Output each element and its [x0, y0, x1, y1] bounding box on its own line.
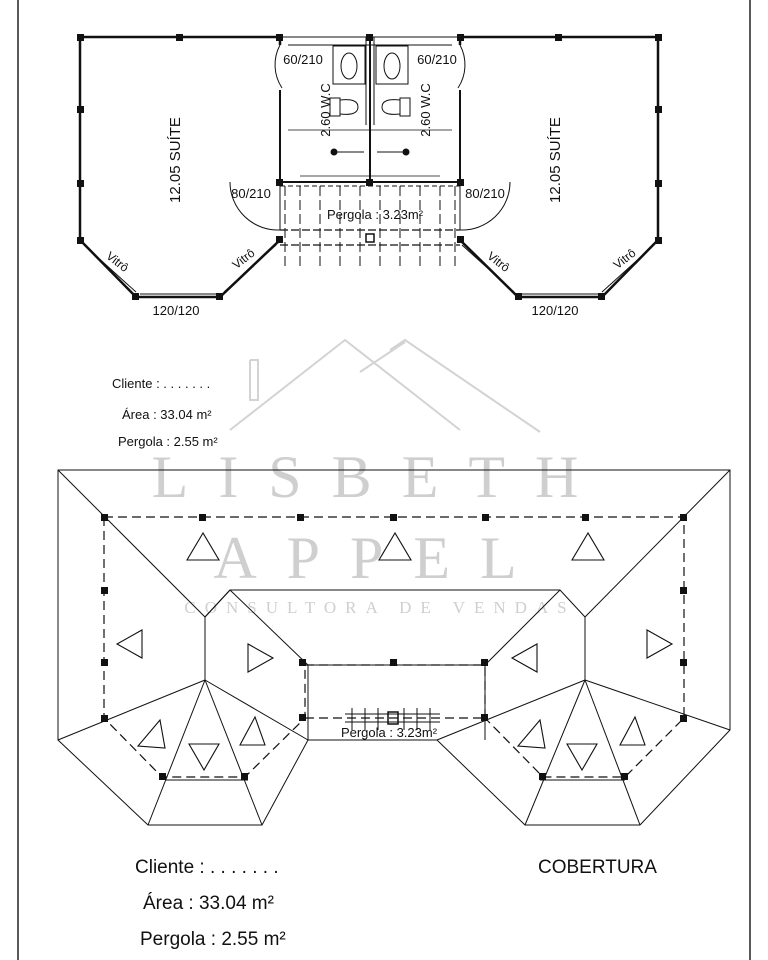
- pergola-label-plan: Pergola : 3.23m²: [327, 207, 424, 222]
- suite-label-right: 12.05 SUÍTE: [547, 117, 564, 203]
- wc-label-left: 2.60 W.C: [318, 83, 333, 136]
- watermark-logo: [229, 338, 541, 433]
- roof-pergola: [345, 708, 440, 730]
- vitro-label-4: Vitrô: [611, 246, 639, 272]
- suite-label-left: 12.05 SUÍTE: [167, 117, 184, 203]
- slope-arrows: [115, 531, 674, 772]
- area-label-small: Área : 33.04 m²: [122, 407, 212, 422]
- window-label-right: 120/120: [532, 303, 579, 318]
- watermark-line-3: CONSULTORA DE VENDAS: [184, 598, 575, 617]
- door-label-mid-right: 80/210: [465, 186, 505, 201]
- vitro-label-3: Vitrô: [485, 249, 513, 275]
- client-label-large: Cliente : . . . . . . .: [135, 857, 279, 878]
- roof-columns: [101, 514, 687, 780]
- vitro-label-1: Vitrô: [104, 249, 132, 275]
- plan-columns: [77, 34, 662, 300]
- door-label-top-left: 60/210: [283, 52, 323, 67]
- roof-plan: [57, 469, 731, 826]
- pergola-area-label-small: Pergola : 2.55 m²: [118, 434, 218, 449]
- client-label-small: Cliente : . . . . . . .: [112, 376, 211, 391]
- area-label-large: Área : 33.04 m²: [143, 893, 274, 914]
- vitro-label-2: Vitrô: [230, 246, 258, 272]
- roof-title: COBERTURA: [538, 857, 657, 878]
- window-label-left: 120/120: [153, 303, 200, 318]
- door-label-mid-left: 80/210: [231, 186, 271, 201]
- pergola-area-label-large: Pergola : 2.55 m²: [140, 929, 286, 950]
- pergola-label-roof: Pergola : 3.23m²: [341, 725, 438, 740]
- watermark-line-2: APPEL: [213, 525, 546, 591]
- door-label-top-right: 60/210: [417, 52, 457, 67]
- watermark-line-1: LISBETH: [152, 444, 609, 510]
- wc-label-right: 2.60 W.C: [418, 83, 433, 136]
